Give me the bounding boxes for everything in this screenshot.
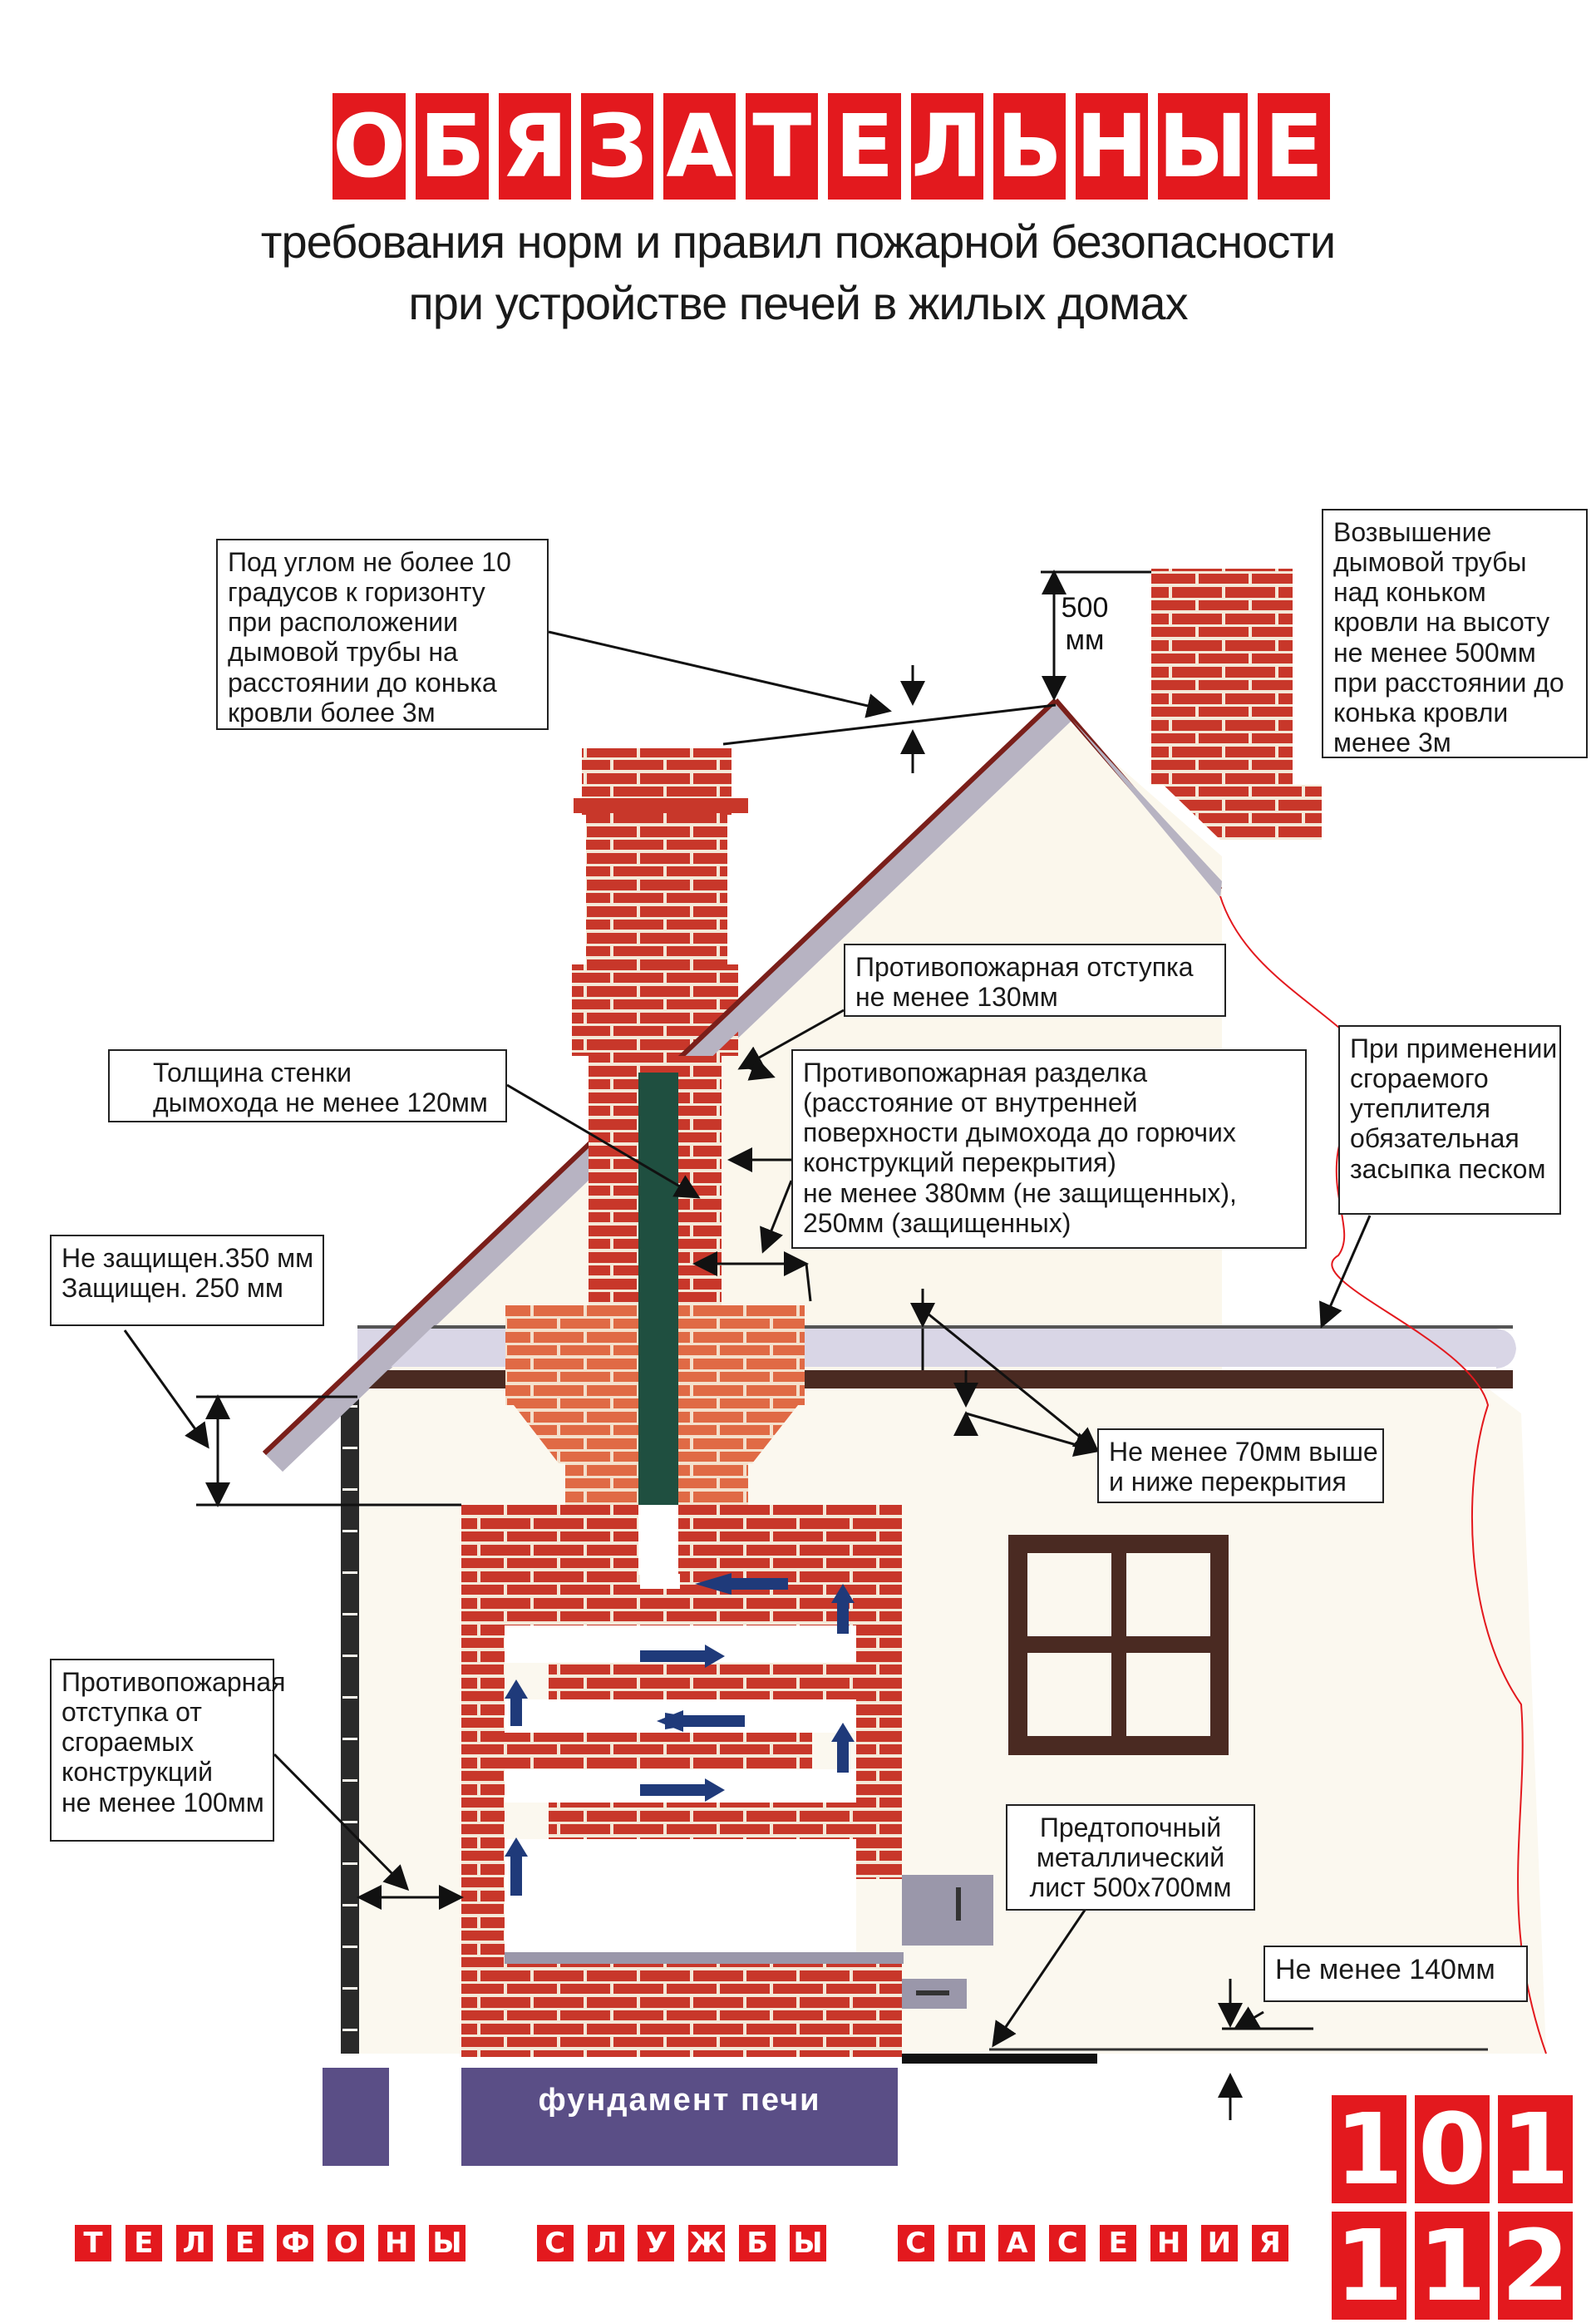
phone-digit: 2: [1498, 2208, 1573, 2323]
foundations: [323, 2068, 898, 2166]
footer-letter: Ф: [277, 2225, 314, 2261]
footer-letter: У: [638, 2225, 675, 2261]
chimney-right: [1151, 569, 1322, 840]
window: [1008, 1535, 1229, 1755]
footer-letter: О: [328, 2225, 365, 2261]
footer-letter: С: [536, 2225, 574, 2261]
footer-letter: Б: [739, 2225, 776, 2261]
footer-letter: Н: [1150, 2225, 1188, 2261]
footer-letter: А: [998, 2225, 1036, 2261]
title-letter: З: [580, 93, 653, 200]
callout-min-140: Не менее 140мм: [1264, 1946, 1528, 2002]
footer-letter: Л: [175, 2225, 213, 2261]
footer-letter: Е: [1100, 2225, 1137, 2261]
footer-letter: Ж: [688, 2225, 726, 2261]
title-letter: Ы: [1158, 93, 1248, 200]
phone-digit: 1: [1415, 2208, 1490, 2323]
dimension-lines: [123, 570, 1372, 2120]
phone-digit: 1: [1498, 2092, 1573, 2207]
footer-letter: Л: [587, 2225, 624, 2261]
footer-letter: Ы: [790, 2225, 827, 2261]
title-letter: О: [332, 93, 406, 200]
footer-letter: И: [1200, 2225, 1238, 2261]
subtitle-line-2: при устройстве печей в жилых домах: [408, 277, 1188, 329]
callout-fire-cut-380: Противопожарная разделка(расстояние от в…: [791, 1049, 1307, 1249]
title-letter: Л: [910, 93, 983, 200]
title-letter: Н: [1075, 93, 1149, 200]
stove: [461, 1505, 1488, 2064]
footer-letter: С: [897, 2225, 934, 2261]
footer-letter: Ы: [429, 2225, 466, 2261]
phone-digit: 1: [1332, 2208, 1406, 2323]
foundation-label: фундамент печи: [538, 2083, 821, 2118]
footer-letter: Е: [125, 2225, 162, 2261]
log-wall: [341, 1388, 359, 2054]
smoke-flow-arrows: [505, 1573, 855, 1896]
subtitle-line-1: требования норм и правил пожарной безопа…: [260, 215, 1336, 268]
phone-digit: 1: [1332, 2092, 1406, 2207]
footer-letter: Е: [226, 2225, 264, 2261]
chimney-attic: [505, 1056, 805, 1513]
title-letter: Е: [828, 93, 901, 200]
title-letter: Е: [1257, 93, 1331, 200]
phone-digit: 0: [1415, 2092, 1490, 2207]
footer-rescue-phones: Т Е Л Е Ф О Н Ы С Л У Ж Б Ы С П А С Е Н …: [75, 2222, 1288, 2265]
chimney-upper: [572, 748, 748, 1056]
title-letter: Б: [416, 93, 489, 200]
footer-letter: Я: [1251, 2225, 1288, 2261]
footer-letter: П: [948, 2225, 985, 2261]
footer-letter: С: [1049, 2225, 1086, 2261]
phone-112: 1 1 2: [1332, 2208, 1573, 2323]
footer-letter: Т: [75, 2225, 111, 2261]
title-letter: Я: [498, 93, 571, 200]
phone-101: 1 0 1: [1332, 2092, 1573, 2207]
title-banner: О Б Я З А Т Е Л Ь Н Ы Е: [332, 93, 1331, 200]
footer-letter: Н: [378, 2225, 416, 2261]
title-letter: Ь: [993, 93, 1066, 200]
title-letter: А: [663, 93, 736, 200]
title-letter: Т: [746, 93, 819, 200]
